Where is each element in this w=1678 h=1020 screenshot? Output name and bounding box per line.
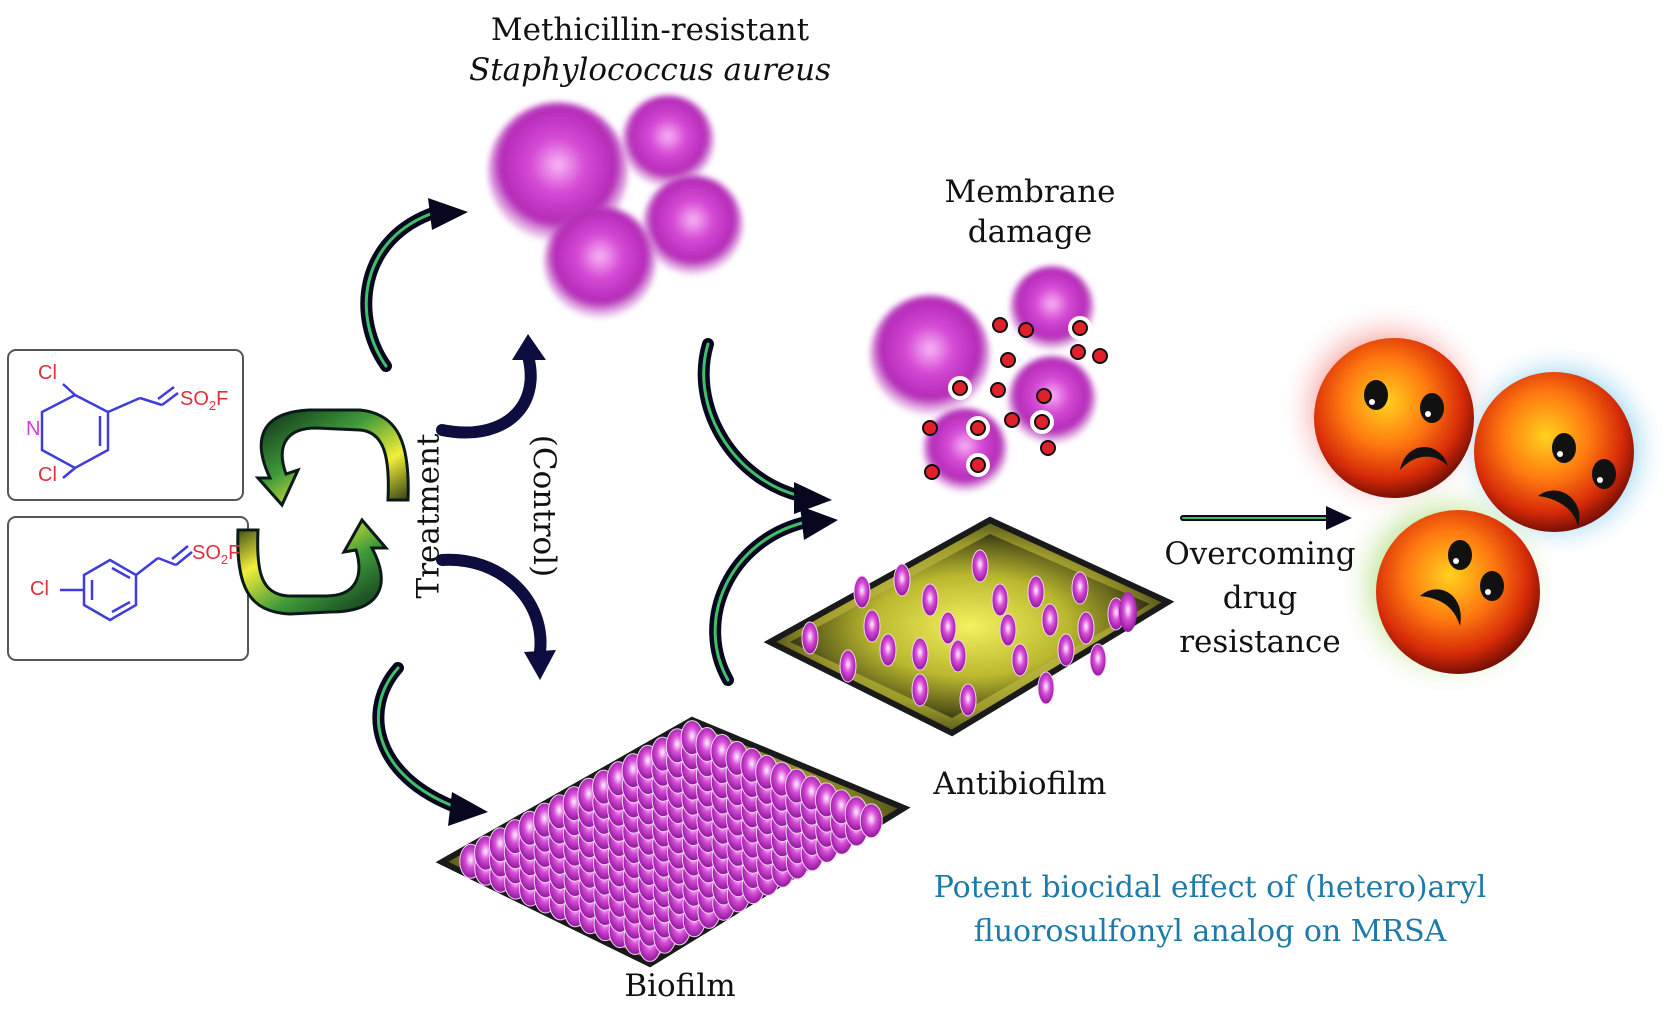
overcoming-label: Overcoming drug resistance (1150, 532, 1370, 664)
antibiofilm-plate (763, 516, 1175, 737)
caption: Potent biocidal effect of (hetero)aryl f… (900, 866, 1520, 953)
antibiofilm-cell (1089, 643, 1107, 677)
flow-arrows (360, 198, 1352, 826)
membrane-damage-cluster (870, 266, 1108, 492)
damage-dot (952, 380, 968, 396)
antibiofilm-cell (1119, 592, 1137, 632)
antibiofilm-cell (853, 575, 871, 609)
pyr-cl-top: Cl (38, 362, 57, 384)
antibiofilm-cell (1071, 571, 1089, 605)
damage-dot (1018, 322, 1034, 338)
damage-dot (922, 420, 938, 436)
antibiofilm-cell (879, 633, 897, 667)
damage-dot (1092, 348, 1108, 364)
membrane-line2: damage (967, 214, 1093, 251)
organism-line2: Staphylococcus aureus (468, 52, 832, 89)
damage-dot (970, 420, 986, 436)
damage-dot (1036, 388, 1052, 404)
mrsa-cluster (488, 95, 743, 318)
damage-dot (1034, 414, 1050, 430)
antibiofilm-cell (1057, 633, 1075, 667)
antibiofilm-cell (921, 583, 939, 617)
treatment-label: Treatment (410, 433, 447, 599)
phe-so2f: SO2F (192, 542, 241, 567)
membrane-label: Membrane damage (920, 172, 1140, 253)
antibiofilm-cell (991, 583, 1009, 617)
damage-dot (1004, 412, 1020, 428)
caption-line2: fluorosulfonyl analog on MRSA (973, 913, 1447, 949)
antibiofilm-cell (911, 637, 929, 671)
antibiofilm-cell (971, 549, 989, 583)
biofilm-cell (859, 803, 883, 839)
antibiofilm-cell (999, 613, 1017, 647)
antibiofilm-cell (893, 563, 911, 597)
antibiofilm-cell (949, 639, 967, 673)
damage-dot (990, 382, 1006, 398)
cycle-arrows (236, 408, 410, 616)
damage-dot (1070, 344, 1086, 360)
antibiofilm-cell (863, 609, 881, 643)
sad-face-1 (1314, 338, 1474, 498)
damage-dot (1040, 440, 1056, 456)
damage-dot (924, 464, 940, 480)
sad-face-2 (1474, 372, 1634, 532)
organism-line1: Methicillin-resistant (490, 12, 810, 48)
overcoming-line1: Overcoming (1164, 536, 1356, 572)
damage-dot (1000, 352, 1016, 368)
pyr-n: N (26, 418, 41, 440)
damage-dot (1072, 320, 1088, 336)
biofilm-label: Biofilm (624, 968, 736, 1004)
overcoming-line2: drug (1222, 580, 1298, 617)
control-label: (Control) (526, 434, 563, 578)
organism-label: Methicillin-resistant Staphylococcus aur… (440, 10, 860, 91)
antibiofilm-cell (959, 683, 977, 717)
damage-dot (970, 457, 986, 473)
resistant-bacteria-faces (1280, 302, 1666, 695)
damage-dots (922, 316, 1108, 480)
biofilm-cells (459, 720, 883, 962)
chem-box-phenyl (7, 516, 249, 661)
caption-line1: Potent biocidal effect of (hetero)aryl (933, 870, 1487, 905)
phe-cl: Cl (30, 578, 49, 600)
membrane-line1: Membrane (944, 174, 1116, 210)
antibiofilm-cell (911, 673, 929, 707)
antibiofilm-cell (939, 611, 957, 645)
overcoming-line3: resistance (1179, 624, 1341, 661)
antibiofilm-cells (801, 549, 1137, 717)
antibiofilm-label: Antibiofilm (933, 766, 1107, 802)
pyr-so2f: SO2F (180, 388, 229, 413)
pyr-cl-bottom: Cl (38, 464, 57, 486)
chem-box-pyridine (7, 349, 244, 501)
damage-dot (992, 317, 1008, 333)
biofilm-plate (435, 716, 911, 968)
antibiofilm-cell (1077, 611, 1095, 645)
sad-face-3 (1376, 510, 1540, 674)
antibiofilm-cell (1027, 575, 1045, 609)
antibiofilm-cell (1041, 603, 1059, 637)
antibiofilm-cell (1037, 671, 1055, 705)
antibiofilm-cell (1011, 643, 1029, 677)
antibiofilm-cell (839, 649, 857, 683)
antibiofilm-cell (801, 621, 819, 655)
